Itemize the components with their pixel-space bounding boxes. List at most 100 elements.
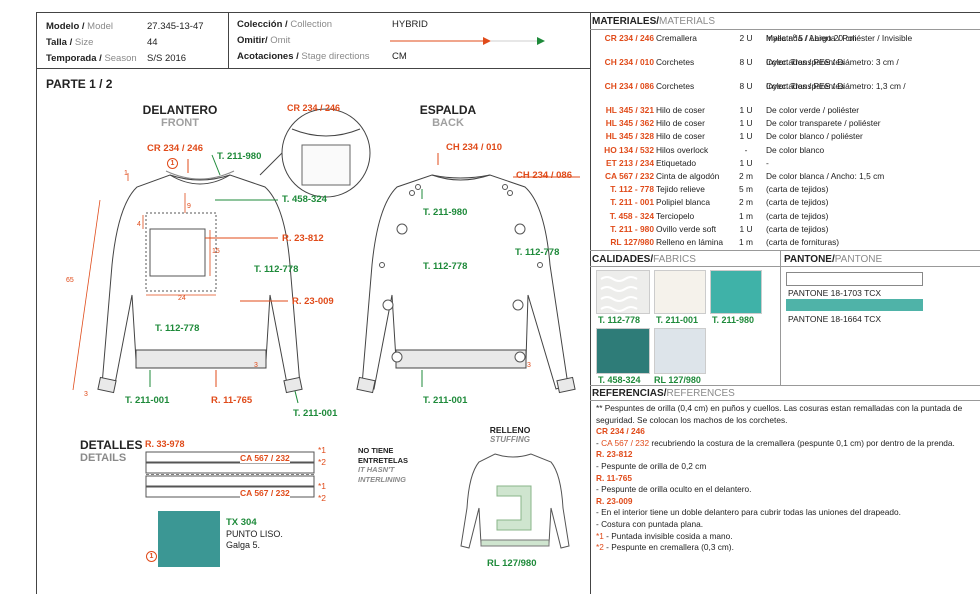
- material-code: HL 345 / 362: [605, 118, 654, 129]
- material-name: Tejido relieve: [656, 184, 705, 195]
- dim-15: 15: [212, 248, 220, 255]
- ref-r812-code: R. 23-812: [596, 449, 633, 460]
- dim-3a: 3: [254, 362, 258, 369]
- material-name: Etiquetado: [656, 157, 697, 168]
- material-qty: 2 U: [739, 33, 753, 43]
- model-value: 27.345-13-47: [147, 21, 204, 32]
- collection-value: HYBRID: [392, 19, 428, 30]
- back-dim-3: 3: [527, 362, 531, 369]
- zipper-detail-drawing: [145, 451, 315, 498]
- material-code: T. 211 - 980: [610, 223, 654, 234]
- pantone-label-1: PANTONE 18-1703 TCX: [788, 288, 882, 298]
- material-name: Polipiel blanca: [656, 197, 711, 208]
- front-callout-cr: CR 234 / 246: [147, 143, 203, 154]
- size-value: 44: [147, 37, 158, 48]
- details-ca1: CA 567 / 232: [240, 453, 290, 463]
- pantone-label-2: PANTONE 18-1664 TCX: [788, 314, 882, 324]
- ref-r009-line2: - Costura con puntada plana.: [596, 518, 704, 529]
- ref-r812-line: - Pespunte de orilla de 0,2 cm: [596, 460, 707, 471]
- stage-value: CM: [392, 51, 407, 62]
- front-title: DELANTERO FRONT: [142, 103, 218, 129]
- omit-arrows: [390, 37, 545, 45]
- ref-cr-line: - CA 567 / 232 recubriendo la costura de…: [596, 437, 955, 448]
- material-qty: 8 U: [739, 57, 753, 67]
- material-code: T. 211 - 001: [610, 197, 654, 208]
- fabric-swatch-t112778: [596, 270, 650, 314]
- material-code: HO 134 / 532: [604, 144, 654, 155]
- ref-note-2: *2 - Pespunte en cremallera (0,3 cm).: [596, 542, 734, 553]
- front-callout-t458324: T. 458-324: [282, 194, 327, 205]
- material-qty: -: [744, 144, 748, 155]
- fabric-swatch-rl127980: [654, 328, 706, 374]
- fabric-swatch-t211001: [654, 270, 706, 314]
- front-callout-r23812: R. 23-812: [282, 233, 324, 244]
- stuffing-title: RELLENO STUFFING: [489, 425, 531, 444]
- pantone-swatch-1: [786, 272, 923, 286]
- references-body: ** Pespuntes de orilla (0,4 cm) en puños…: [596, 403, 971, 554]
- season-value: S/S 2016: [147, 53, 187, 64]
- tx304-desc2: Galga 5.: [226, 540, 261, 550]
- material-code: CA 567 / 232: [604, 171, 654, 181]
- material-name: Cremallera: [656, 33, 697, 43]
- ref-note-1: *1 - Puntada invisible cosida a mano.: [596, 530, 733, 541]
- details-s2a: *2: [318, 457, 327, 467]
- front-callout-t211001a: T. 211-001: [125, 395, 170, 406]
- material-code: ET 213 / 234: [606, 157, 654, 168]
- tx304-code: TX 304: [226, 517, 257, 528]
- details-title: DETALLES DETAILS: [80, 438, 143, 464]
- material-name: Hilo de coser: [656, 105, 705, 115]
- fabric-label-rl127980: RL 127/980: [654, 375, 701, 385]
- tx304-desc1: PUNTO LISO.: [226, 529, 283, 539]
- details-s1a: *1: [318, 445, 327, 455]
- size-label: Talla / Size: [46, 37, 94, 48]
- fabric-label-t211980: T. 211-980: [712, 315, 755, 325]
- material-name: Cinta de algodón: [656, 171, 720, 181]
- material-code: RL 127/980: [610, 237, 654, 247]
- season-label: Temporada / Season: [46, 53, 137, 64]
- front-callout-t211001b: T. 211-001: [293, 408, 338, 419]
- material-qty: 1 U: [739, 105, 753, 115]
- material-qty: 5 m: [739, 184, 753, 195]
- stuffing-drawing: [460, 453, 570, 549]
- fabric-swatch-t211980: [710, 270, 762, 314]
- material-code: T. 112 - 778: [610, 184, 654, 195]
- material-name: Ovillo verde soft: [656, 223, 717, 234]
- front-callout-t211980: T. 211-980: [217, 151, 262, 162]
- material-qty: 2 m: [739, 197, 753, 208]
- material-qty: 1 U: [739, 118, 753, 129]
- material-qty: 1 U: [739, 131, 753, 142]
- details-s2b: *2: [318, 493, 327, 503]
- material-name: Terciopelo: [656, 210, 695, 221]
- dim-4: 4: [137, 221, 141, 228]
- material-qty: 1 U: [739, 223, 753, 234]
- details-ca2: CA 567 / 232: [240, 488, 290, 498]
- dim-1: 1: [124, 170, 128, 177]
- no-interlining-note: NO TIENE ENTRETELAS IT HASN'T INTERLININ…: [358, 446, 409, 484]
- front-callout-r23009: R. 23-009: [292, 296, 334, 307]
- material-name: Relleno en lámina: [656, 237, 724, 247]
- references-title: REFERENCIAS/REFERENCES: [592, 388, 735, 399]
- ref-r009-code: R. 23-009: [596, 495, 633, 506]
- fabrics-title: CALIDADES/FABRICS: [592, 254, 696, 265]
- material-code: CH 234 / 010: [604, 57, 654, 67]
- part-label: PARTE 1 / 2: [46, 77, 113, 91]
- material-qty: 8 U: [739, 81, 753, 91]
- tx304-swatch: [158, 511, 220, 567]
- material-name: Hilo de coser: [656, 131, 705, 142]
- material-qty: 2 m: [739, 171, 753, 181]
- details-circle-marker: 1: [146, 551, 157, 562]
- front-circle-marker: 1: [167, 158, 178, 169]
- pantone-title: PANTONE/PANTONE: [784, 254, 883, 265]
